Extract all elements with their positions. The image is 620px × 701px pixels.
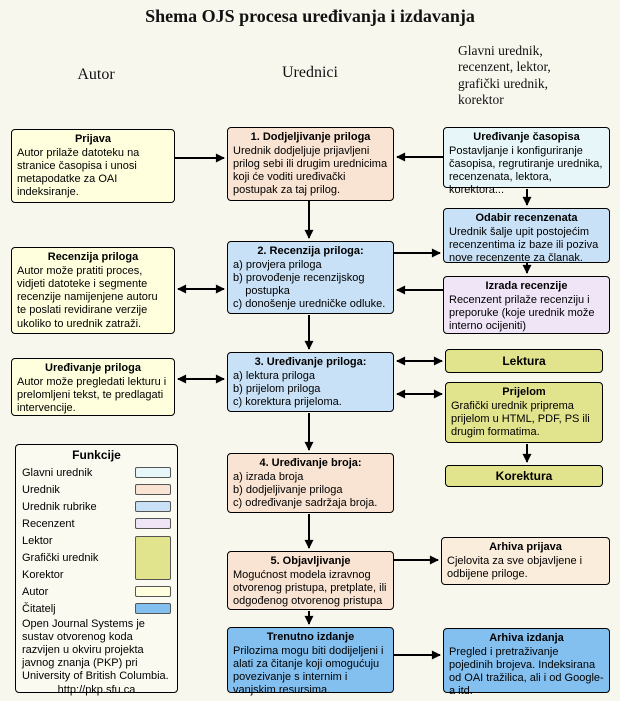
box-step1-dodjeljivanje: 1. Dodjeljivanje priloga Urednik dodjelj… (227, 127, 394, 201)
box-title: 4. Uređivanje broja: (259, 457, 362, 469)
box-step5-objavljivanje: 5. Objavljivanje Mogućnost modela izravn… (227, 551, 394, 610)
legend-swatch-urednik-rubrike (135, 501, 171, 512)
page-title: Shema OJS procesa uređivanja i izdavanja (145, 6, 475, 26)
box-arhiva-prijava: Arhiva prijava Cjelovita za sve objavlje… (441, 537, 610, 585)
legend-title: Funkcije (72, 448, 121, 462)
legend-swatch-citatelj (135, 603, 171, 614)
legend-row-autor: Autor (22, 583, 171, 600)
legend-group-production-roles: Lektor Grafički urednik Korektor (22, 532, 171, 583)
column-header-urednici: Urednici (282, 64, 338, 81)
box-uredjivanje-priloga-autor: Uređivanje priloga Autor može pregledati… (11, 358, 175, 416)
box-title: Uređivanje časopisa (473, 131, 580, 143)
box-title: Recenzija priloga (47, 251, 139, 263)
legend-swatch-recenzent (135, 518, 171, 529)
box-title: Uređivanje priloga (45, 362, 141, 374)
legend-label: Autor (22, 585, 49, 598)
box-body: Prilozima mogu biti dodijeljeni i alati … (233, 644, 387, 697)
box-title: 3. Uređivanje priloga: (254, 356, 367, 368)
legend-row-urednik: Urednik (22, 481, 171, 498)
box-arhiva-izdanja: Arhiva izdanja Pregled i pretraživanje p… (443, 628, 610, 697)
box-body: Grafički urednik priprema prijelom u HTM… (451, 399, 593, 439)
legend-label: Korektor (22, 568, 64, 581)
box-title: 5. Objavljivanje (270, 555, 351, 567)
box-title: Prijava (74, 133, 112, 145)
box-body: a) lektura priloga b) prijelom priloga c… (233, 369, 342, 409)
column-header-autor: Autor (77, 66, 115, 83)
box-title: 2. Recenzija priloga: (257, 245, 364, 257)
box-prijava: Prijava Autor prilaže datoteku na strani… (11, 129, 175, 203)
box-step2-recenzija: 2. Recenzija priloga: a) provjera prilog… (227, 241, 394, 314)
box-body: a) izrada broja b) dodjeljivanje priloga… (233, 470, 378, 510)
box-body: Urednik dodjeljuje prijavljeni prilog se… (233, 144, 391, 197)
box-body: Autor prilaže datoteku na stranice časop… (17, 146, 143, 199)
box-odabir-recenzenata: Odabir recenzenata Urednik šalje upit po… (443, 208, 610, 265)
legend-label: Čitatelj (22, 602, 56, 615)
legend-note: Open Journal Systems je sustav otvorenog… (22, 618, 169, 682)
box-title: Arhiva izdanja (489, 632, 564, 644)
box-title: Prijelom (502, 386, 546, 398)
legend-row-recenzent: Recenzent (22, 515, 171, 532)
box-korektura: Korektura (445, 465, 603, 487)
legend-label: Lektor (22, 534, 53, 547)
box-body: Mogućnost modela izravnog otvorenog pris… (233, 568, 390, 608)
box-recenzija-priloga-autor: Recenzija priloga Autor može pratiti pro… (11, 247, 175, 334)
box-body: a) provjera priloga b) provođenje recenz… (233, 258, 386, 311)
box-title: Lektura (502, 353, 546, 368)
legend-label: Glavni urednik (22, 466, 93, 479)
box-step4-broj: 4. Uređivanje broja: a) izrada broja b) … (227, 453, 394, 513)
legend-url: http://pkp.sfu.ca (57, 683, 136, 696)
column-header-other-roles: Glavni urednik, recenzent, lektor, grafi… (458, 43, 551, 108)
legend-row-urednik-rubrike: Urednik rubrike (22, 498, 171, 515)
box-title: Izrada recenzije (485, 280, 568, 292)
box-title: Odabir recenzenata (475, 212, 578, 224)
legend-swatch-urednik (135, 484, 171, 495)
box-title: Trenutno izdanje (266, 631, 355, 643)
box-body: Recenzent prilaže recenziju i preporuke … (449, 293, 598, 333)
box-izrada-recenzije: Izrada recenzije Recenzent prilaže recen… (443, 276, 610, 334)
legend-funkcije: Funkcije Glavni urednik Urednik Urednik … (15, 444, 178, 696)
box-trenutno-izdanje: Trenutno izdanje Prilozima mogu biti dod… (227, 627, 394, 696)
box-body: Postavljanje i konfiguriranje časopisa, … (449, 144, 606, 197)
box-title: 1. Dodjeljivanje priloga (250, 131, 371, 143)
box-body: Urednik šalje upit postojećim recenzenti… (449, 225, 602, 265)
box-uredjivanje-casopisa: Uređivanje časopisa Postavljanje i konfi… (443, 127, 610, 196)
box-body: Autor može pratiti proces, vidjeti datot… (17, 264, 161, 330)
box-title: Arhiva prijava (489, 541, 562, 553)
legend-swatch-production-roles (135, 535, 171, 580)
legend-label: Urednik rubrike (22, 500, 97, 513)
box-step3-uredjivanje: 3. Uređivanje priloga: a) lektura prilog… (227, 352, 394, 412)
legend-swatch-autor (135, 586, 171, 597)
legend-row-glavni-urednik: Glavni urednik (22, 464, 171, 481)
box-body: Autor može pregledati lekturu i prelomlj… (17, 375, 170, 415)
box-prijelom: Prijelom Grafički urednik priprema prije… (445, 382, 603, 443)
legend-swatch-glavni-urednik (135, 467, 171, 478)
box-body: Pregled i pretraživanje pojedinih brojev… (449, 645, 604, 698)
legend-group-labels: Lektor Grafički urednik Korektor (22, 532, 98, 583)
legend-label: Grafički urednik (22, 551, 99, 564)
box-lektura: Lektura (445, 349, 603, 373)
legend-label: Recenzent (22, 517, 75, 530)
legend-row-citatelj: Čitatelj (22, 600, 171, 617)
box-title: Korektura (495, 468, 553, 483)
box-body: Cjelovita za sve objavljene i odbijene p… (447, 554, 586, 580)
legend-label: Urednik (22, 483, 60, 496)
